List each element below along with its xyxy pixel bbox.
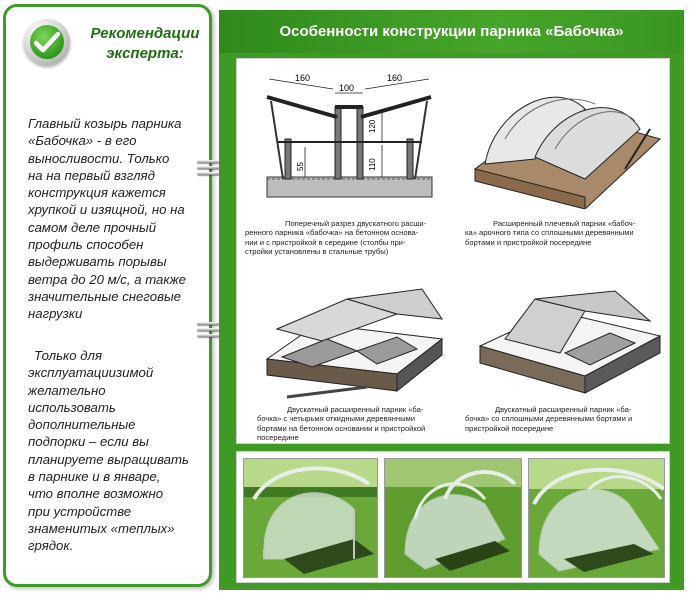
greenhouse-photo [528,458,665,578]
greenhouse-photo [384,458,522,578]
expert-tips-header: Рекомендации эксперта: [6,7,209,77]
text-line: значительные снеговые [28,288,182,304]
figure-caption-4: Двускатный расширенный парник «ба- бочка… [465,405,633,433]
text-line: самом деле прочный [28,219,157,235]
text-line: при устройстве [28,503,132,519]
figure-caption-1: Поперечный разрез двускатного расши- рен… [245,219,427,256]
text-line: конструкция кажется [28,185,166,201]
text-line: что вполне возможно [28,486,164,502]
solid-sided-greenhouse-diagram [465,281,663,399]
dimension-label: 160 [387,73,402,83]
text-line: Главный козырь парника [28,116,182,131]
figure-caption-3: Двускатный расширенный парник «ба- бочка… [257,405,426,442]
text-line: «Бабочка» - в его [28,133,137,149]
page-title: Особенности конструкции парника «Бабочка… [279,23,624,40]
dimension-label: 120 [368,119,377,133]
text-line: ветра до 20 м/с, а также [28,271,186,287]
checkmark-icon [24,19,70,65]
photo-strip [236,451,670,583]
text-line: в парнике и в январе, [28,469,161,485]
four-sided-greenhouse-diagram [247,279,452,401]
text-line: планируете выращивать [28,451,189,467]
cross-section-diagram: 160 100 160 120 110 55 [247,67,452,215]
expert-tips-title: Рекомендации эксперта: [90,25,200,62]
text-line: использовать [28,399,116,415]
binder-ring-icon [197,319,231,349]
dimension-label: 110 [368,158,377,171]
arched-greenhouse-diagram [465,69,663,210]
text-line: грядок. [28,538,74,554]
text-line: выдерживать порывы [28,254,167,270]
text-line: дополнительные [28,417,136,433]
text-line: подпорки – если вы [28,434,149,450]
main-header: Особенности конструкции парника «Бабочка… [219,10,684,53]
figure-caption-2: Расширенный плечевый парник «бабоч- ка» … [465,219,636,247]
expert-tips-card: Рекомендации эксперта: Главный козырь па… [3,4,231,587]
greenhouse-photo [243,458,378,578]
text-line: желательно [28,382,106,398]
text-line: эксплуатациизимой [28,365,154,381]
dimension-label: 160 [295,73,310,83]
text-line: хрупкой и изящной, но на [28,202,185,218]
binder-ring-icon [197,157,231,187]
expert-tip-paragraph-1: Главный козырь парника «Бабочка» - в его… [28,115,208,323]
text-line: на на первый взгляд [28,167,155,183]
text-line: Только для [34,348,103,363]
text-line: профиль способен [28,237,144,253]
expert-tip-paragraph-2: Только для эксплуатациизимой желательно … [28,347,208,555]
text-line: нагрузки [28,306,83,322]
dimension-label: 55 [296,162,305,171]
text-line: знаменитых «теплых» [28,520,175,536]
dimension-label: 100 [339,83,354,93]
text-line: выносливости. Только [28,150,170,166]
diagram-sheet: 160 100 160 120 110 55 Поперечный разрез… [236,58,670,444]
